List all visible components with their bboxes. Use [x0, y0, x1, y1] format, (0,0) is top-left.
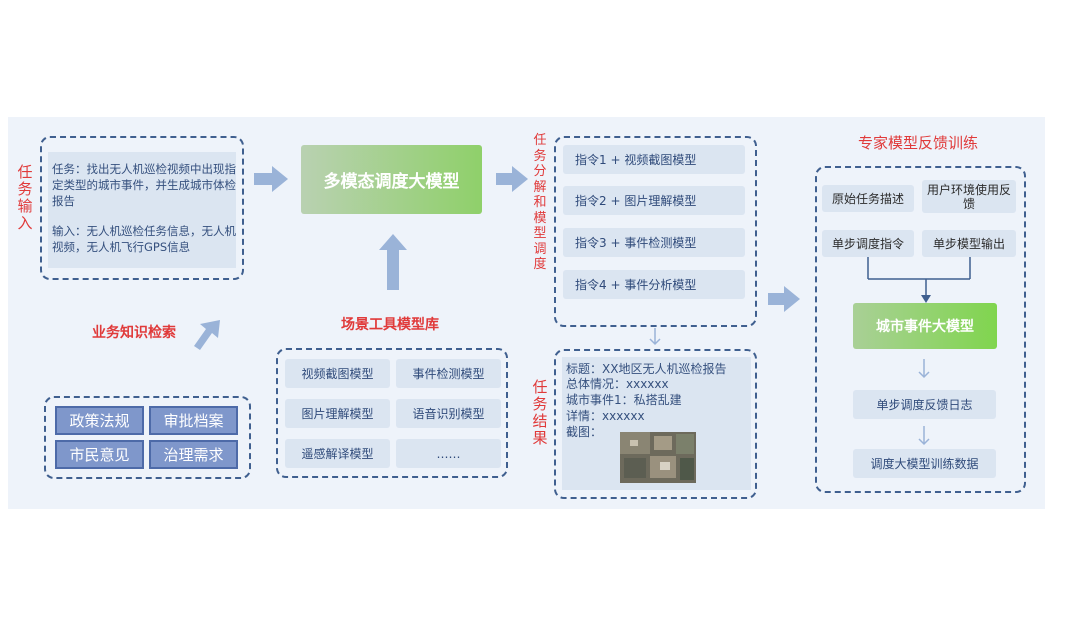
tool-video-screenshot: 视频截图模型 — [285, 359, 390, 388]
city-event-model: 城市事件大模型 — [853, 303, 997, 349]
arrow-diagonal-icon — [194, 320, 220, 350]
tag-citizen-opinion: 市民意见 — [55, 440, 144, 469]
task-description: 任务：找出无人机巡检视频中出现指定类型的城市事件，并生成城市体检报告 — [52, 162, 236, 208]
instructions-box — [554, 136, 757, 327]
result-screenshot-label: 截图： — [566, 425, 603, 439]
instruction-2: 指令2 + 图片理解模型 — [563, 186, 745, 215]
instruction-3: 指令3 + 事件检测模型 — [563, 228, 745, 257]
chip-original-task: 原始任务描述 — [822, 185, 914, 212]
result-box — [554, 349, 757, 499]
task-result-label: 任务结果 — [532, 378, 548, 447]
result-event: 城市事件1：私搭乱建 — [566, 393, 682, 407]
knowledge-box — [44, 396, 251, 479]
aerial-screenshot-image — [620, 432, 696, 483]
task-decompose-label: 任务分解和模型调度 — [533, 133, 547, 272]
expert-feedback-label: 专家模型反馈训练 — [858, 134, 979, 152]
arrow-right-icon — [768, 286, 800, 312]
arrow-down-icon — [649, 328, 661, 346]
tool-lib-box — [276, 348, 508, 478]
arrow-up-icon — [379, 234, 407, 290]
tag-approval-archive: 审批档案 — [149, 406, 238, 435]
multimodal-scheduling-model: 多模态调度大模型 — [301, 145, 482, 214]
task-input-panel — [48, 152, 236, 268]
instruction-1: 指令1 + 视频截图模型 — [563, 145, 745, 174]
task-input-label: 任务输入 — [17, 163, 33, 232]
scheduling-model-training-data: 调度大模型训练数据 — [853, 449, 996, 478]
chip-user-feedback: 用户环境使用反馈 — [922, 180, 1016, 213]
result-overview: 总体情况：xxxxxx — [566, 377, 669, 391]
task-input-description: 输入：无人机巡检任务信息，无人机视频，无人机飞行GPS信息 — [52, 224, 236, 254]
knowledge-retrieval-label: 业务知识检索 — [92, 325, 176, 341]
tag-governance-needs: 治理需求 — [149, 440, 238, 469]
step-feedback-log: 单步调度反馈日志 — [853, 390, 996, 419]
feedback-box — [815, 166, 1026, 493]
tag-policy: 政策法规 — [55, 406, 144, 435]
chip-step-instruction: 单步调度指令 — [822, 230, 914, 257]
chip-step-output: 单步模型输出 — [922, 230, 1016, 257]
task-input-box — [40, 136, 244, 280]
tool-event-detection: 事件检测模型 — [396, 359, 501, 388]
arrow-down-icon — [918, 359, 930, 379]
tool-more: …… — [396, 439, 501, 468]
tool-remote-sensing: 遥感解译模型 — [285, 439, 390, 468]
tool-speech-recognition: 语音识别模型 — [396, 399, 501, 428]
arrow-down-icon — [918, 426, 930, 446]
tool-image-understanding: 图片理解模型 — [285, 399, 390, 428]
scene-tool-lib-label: 场景工具模型库 — [341, 317, 439, 333]
result-title: 标题：XX地区无人机巡检报告 — [566, 362, 727, 376]
instruction-4: 指令4 + 事件分析模型 — [563, 270, 745, 299]
connector-lines — [867, 257, 971, 303]
arrow-right-icon — [254, 166, 288, 192]
result-details: 详情：xxxxxx — [566, 409, 645, 423]
arrow-right-icon — [496, 166, 528, 192]
